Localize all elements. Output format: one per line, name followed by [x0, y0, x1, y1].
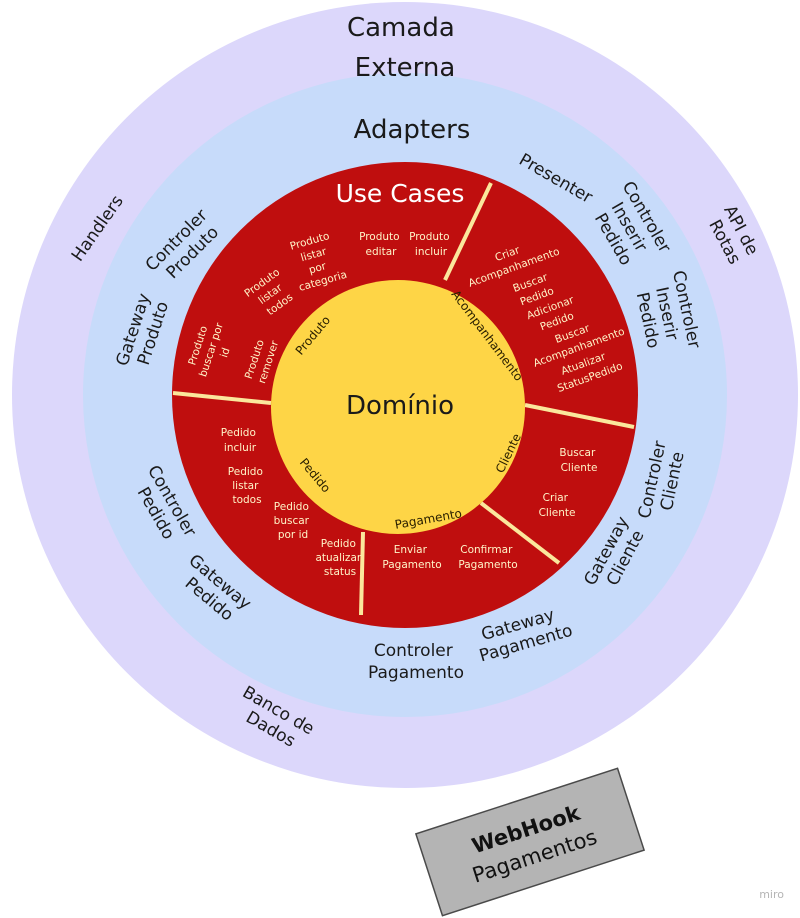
use-case-produto-buscar-por-id: Produto buscar por id [184, 314, 240, 383]
use-case-confirmar-pagamento: Confirmar Pagamento [458, 544, 517, 571]
adapters-layer-title: Adapters [354, 115, 471, 145]
divider-produto-acompanhamento [443, 182, 493, 281]
use-case-pedido-buscar-por-id: Pedido buscar por id [274, 501, 313, 541]
divider-acompanhamento-cliente [524, 403, 635, 429]
divider-pagamento-pedido [359, 531, 365, 616]
divider-pedido-produto [172, 391, 272, 405]
use-case-produto-editar: Produto editar [359, 231, 403, 258]
use-case-criar-cliente: Criar Cliente [539, 492, 576, 519]
use-case-enviar-pagamento: Enviar Pagamento [382, 544, 441, 571]
use-case-produto-incluir: Produto incluir [409, 231, 453, 258]
miro-watermark: miro [759, 888, 784, 901]
webhook-box-rect [414, 767, 646, 917]
external-layer-title: Camada Externa [347, 13, 463, 83]
use-case-buscar-cliente: Buscar Cliente [559, 447, 598, 474]
use-case-pedido-listar-todos: Pedido listar todos [228, 466, 266, 506]
use-case-pedido-atualizar-status: Pedido atualizar status [315, 538, 364, 578]
domain-core [271, 280, 525, 534]
webhook-box: WebHook Pagamentos [414, 767, 646, 917]
domain-title: Domínio [346, 391, 454, 421]
use-case-pedido-incluir: Pedido incluir [221, 427, 259, 454]
use-cases-layer-title: Use Cases [336, 179, 465, 208]
divider-cliente-pagamento [479, 501, 561, 565]
controler-pagamento-label: Controler Pagamento [368, 641, 464, 683]
